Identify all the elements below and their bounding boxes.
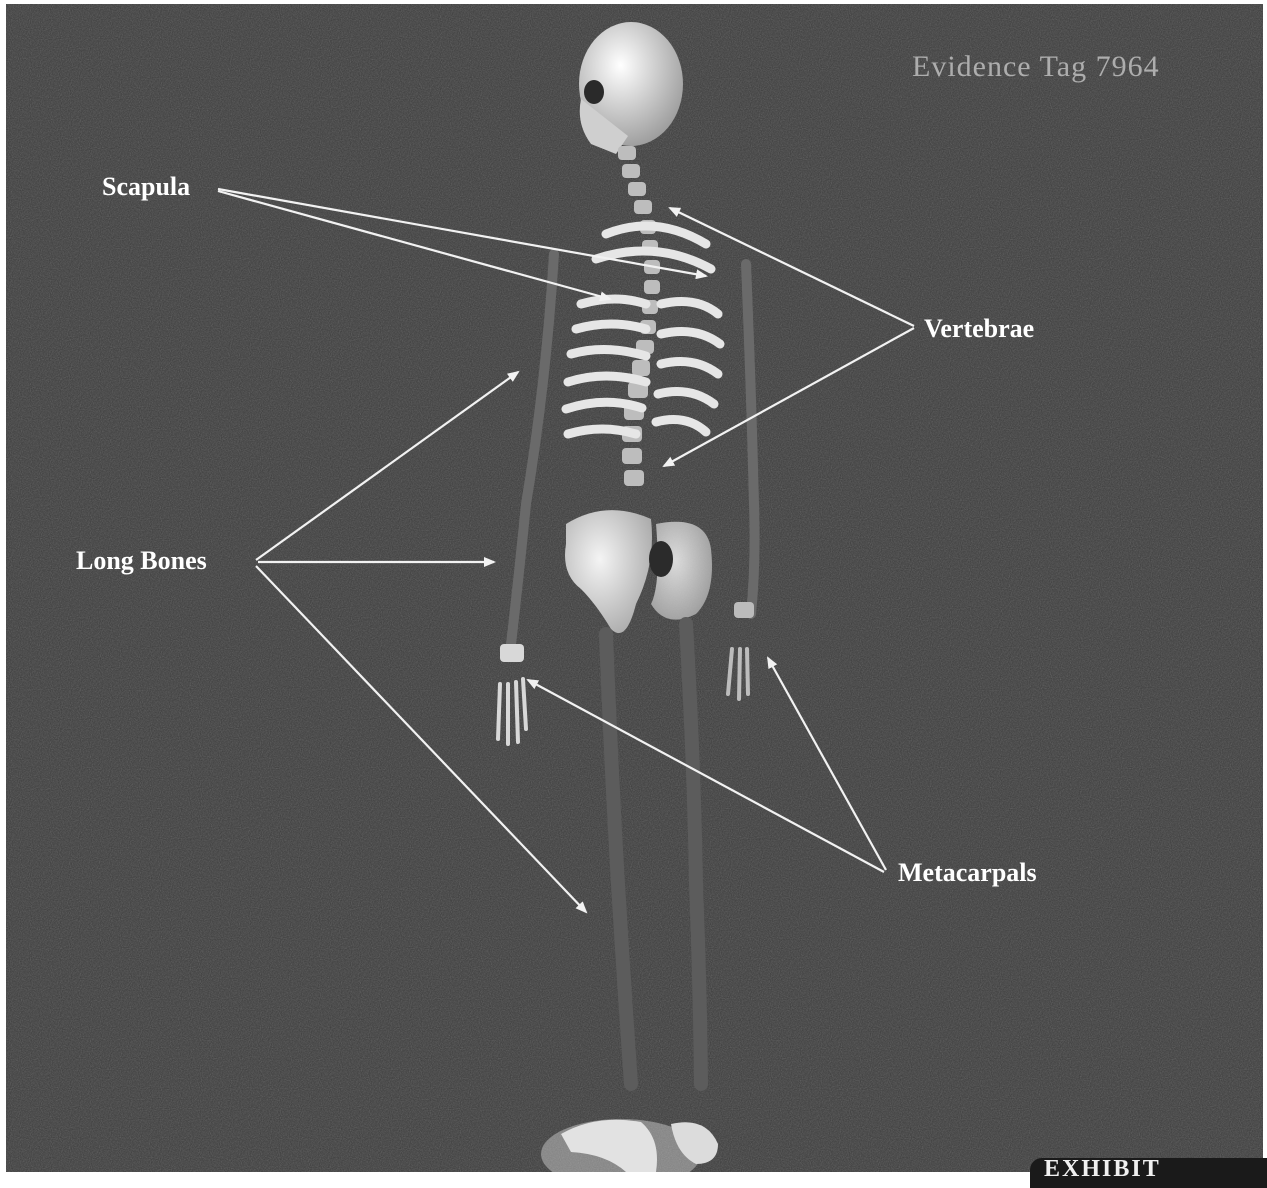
photo-canvas: Evidence Tag 7964 Scapula Vertebrae Long…: [6, 4, 1263, 1172]
exhibit-sticker-text: EXHIBIT: [1044, 1158, 1161, 1183]
evidence-tag: Evidence Tag 7964: [912, 50, 1160, 84]
label-scapula: Scapula: [102, 172, 190, 202]
label-vertebrae: Vertebrae: [924, 314, 1034, 344]
label-long-bones: Long Bones: [76, 546, 207, 576]
exhibit-sticker: EXHIBIT: [1030, 1158, 1267, 1188]
skeleton-illustration: [6, 4, 1263, 1172]
label-metacarpals: Metacarpals: [898, 858, 1037, 888]
